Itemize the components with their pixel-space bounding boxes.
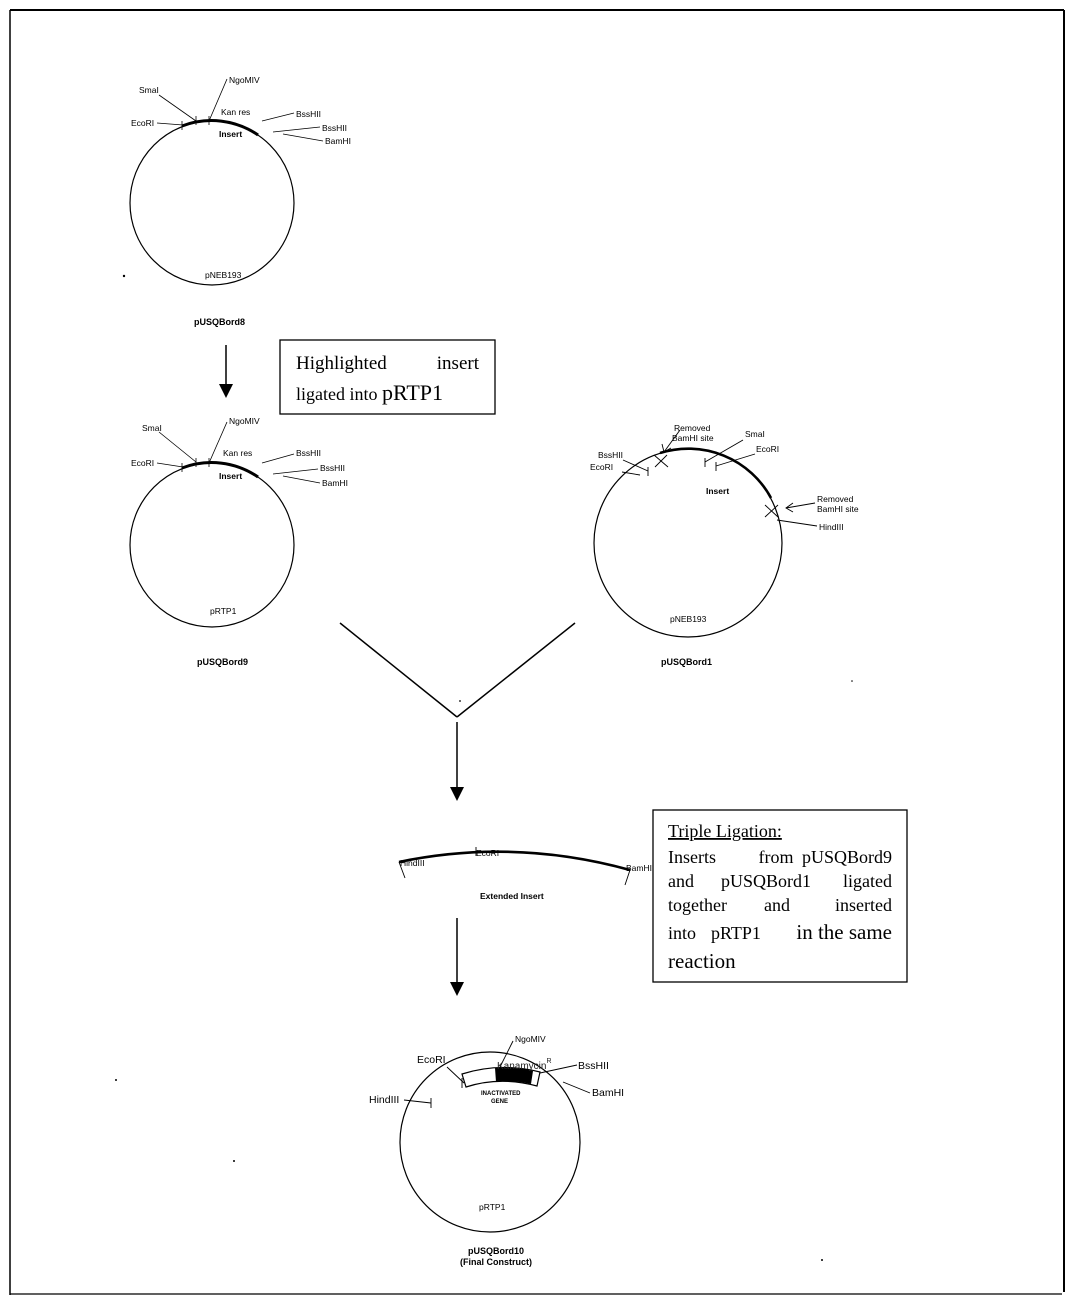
- note-line-2: and pUSQBord1 ligated: [668, 871, 892, 891]
- plasmid-caption: pUSQBord1: [661, 657, 712, 667]
- site-ecori: EcoRI: [476, 848, 499, 858]
- svg-text:into: into: [668, 923, 696, 943]
- insert-arc: [659, 447, 773, 499]
- site-hindiii: HindIII: [369, 1094, 399, 1106]
- site-smai: SmaI: [745, 429, 765, 439]
- site-ecori-left: EcoRI: [590, 462, 613, 472]
- plasmid-circle: [593, 448, 783, 638]
- kanamycin-label: KanamycinR: [497, 1058, 552, 1072]
- note-line1-a: Highlighted: [296, 353, 387, 374]
- note-line-5: reaction: [668, 949, 736, 973]
- site-smai: SmaI: [142, 423, 162, 433]
- fragment-arc: [398, 850, 631, 872]
- join-lines: [339, 622, 576, 718]
- plasmid-caption: pUSQBord9: [197, 657, 248, 667]
- plasmid-caption: pUSQBord10: [468, 1246, 524, 1256]
- plasmid-circle: [399, 1051, 581, 1233]
- removed-site-top-line1: Removed: [674, 423, 711, 433]
- site-ecori: EcoRI: [131, 458, 154, 468]
- kanamycin-block: [495, 1067, 533, 1084]
- backbone-label: pRTP1: [479, 1202, 506, 1212]
- site-kan-res: Kan res: [223, 448, 252, 458]
- svg-text:ligated: ligated: [843, 871, 892, 891]
- site-ecori-right: EcoRI: [756, 444, 779, 454]
- gene-label-line2: GENE: [491, 1099, 508, 1105]
- insert-label: Insert: [219, 129, 242, 139]
- site-ecori: EcoRI: [131, 118, 154, 128]
- plasmid-circle: [129, 462, 295, 628]
- arrow-down-2: [450, 722, 464, 801]
- backbone-label: pRTP1: [210, 606, 237, 616]
- backbone-label: pNEB193: [670, 614, 707, 624]
- svg-text:in the same: in the same: [796, 920, 892, 944]
- site-ecori: EcoRI: [417, 1054, 446, 1066]
- arrow-down-3: [450, 918, 464, 996]
- site-bamhi: BamHI: [626, 863, 652, 873]
- site-bamhi: BamHI: [592, 1087, 624, 1099]
- plasmid-pusqbord1: Removed BamHI site Removed BamHI site Sm…: [590, 423, 859, 667]
- site-ngomiv: NgoMIV: [515, 1034, 546, 1044]
- plasmid-pusqbord8: SmaI NgoMIV EcoRI Kan res BssHII BssHII …: [129, 75, 351, 327]
- site-bamhi: BamHI: [325, 136, 351, 146]
- svg-text:together: together: [668, 895, 727, 915]
- site-bsshii-2: BssHII: [322, 123, 347, 133]
- site-bsshii-1: BssHII: [296, 448, 321, 458]
- site-ngomiv: NgoMIV: [229, 75, 260, 85]
- note-line1-b: insert: [437, 353, 480, 374]
- plasmid-pusqbord9: SmaI NgoMIV EcoRI Kan res BssHII BssHII …: [129, 416, 348, 667]
- site-bamhi: BamHI: [322, 478, 348, 488]
- site-ngomiv: NgoMIV: [229, 416, 260, 426]
- scan-specks: [115, 274, 853, 1261]
- svg-text:reaction: reaction: [668, 949, 736, 973]
- note-line2: ligated into pRTP1: [296, 380, 443, 405]
- removed-site-top-line2: BamHI site: [672, 433, 714, 443]
- site-smai: SmaI: [139, 85, 159, 95]
- site-bsshii: BssHII: [578, 1060, 609, 1072]
- svg-text:from: from: [759, 847, 794, 867]
- insert-arc: [181, 461, 259, 479]
- svg-text:pUSQBord9: pUSQBord9: [802, 847, 892, 867]
- note-line-3: together and inserted: [668, 895, 892, 915]
- plasmid-caption: pUSQBord8: [194, 317, 245, 327]
- arrow-down-1: [219, 345, 233, 398]
- svg-text:and: and: [668, 871, 694, 891]
- note-title: Triple Ligation:: [668, 821, 782, 841]
- site-hindiii: HindIII: [400, 858, 425, 868]
- site-bsshii-1: BssHII: [296, 109, 321, 119]
- site-bsshii-2: BssHII: [320, 463, 345, 473]
- note-line-4: into pRTP1 in the same: [668, 920, 892, 944]
- note-line-1: Inserts from pUSQBord9: [668, 847, 892, 867]
- site-bsshii: BssHII: [598, 450, 623, 460]
- plasmid-caption-sub: (Final Construct): [460, 1257, 532, 1267]
- plasmid-pusqbord10: NgoMIV EcoRI KanamycinR BssHII BamHI Hin…: [369, 1034, 624, 1267]
- site-kan-res: Kan res: [221, 107, 250, 117]
- note-highlighted-insert: Highlighted insert ligated into pRTP1: [279, 339, 496, 415]
- extended-insert-fragment: HindIII EcoRI BamHI Extended Insert: [398, 847, 652, 901]
- svg-text:pUSQBord1: pUSQBord1: [721, 871, 811, 891]
- insert-arc: [181, 119, 259, 137]
- backbone-label: pNEB193: [205, 270, 242, 280]
- gene-label-line1: INACTIVATED: [481, 1091, 521, 1097]
- svg-text:inserted: inserted: [835, 895, 892, 915]
- svg-text:and: and: [764, 895, 790, 915]
- removed-site-right-line1: Removed: [817, 494, 854, 504]
- svg-text:pRTP1: pRTP1: [711, 923, 761, 943]
- fragment-label: Extended Insert: [480, 891, 544, 901]
- note-triple-ligation: Triple Ligation: Inserts from pUSQBord9 …: [652, 809, 908, 983]
- page-frame: [9, 9, 1065, 1295]
- site-hindiii: HindIII: [819, 522, 844, 532]
- removed-site-right-line2: BamHI site: [817, 504, 859, 514]
- insert-label: Insert: [706, 486, 729, 496]
- svg-text:Inserts: Inserts: [668, 847, 716, 867]
- plasmid-circle: [129, 120, 295, 286]
- insert-label: Insert: [219, 471, 242, 481]
